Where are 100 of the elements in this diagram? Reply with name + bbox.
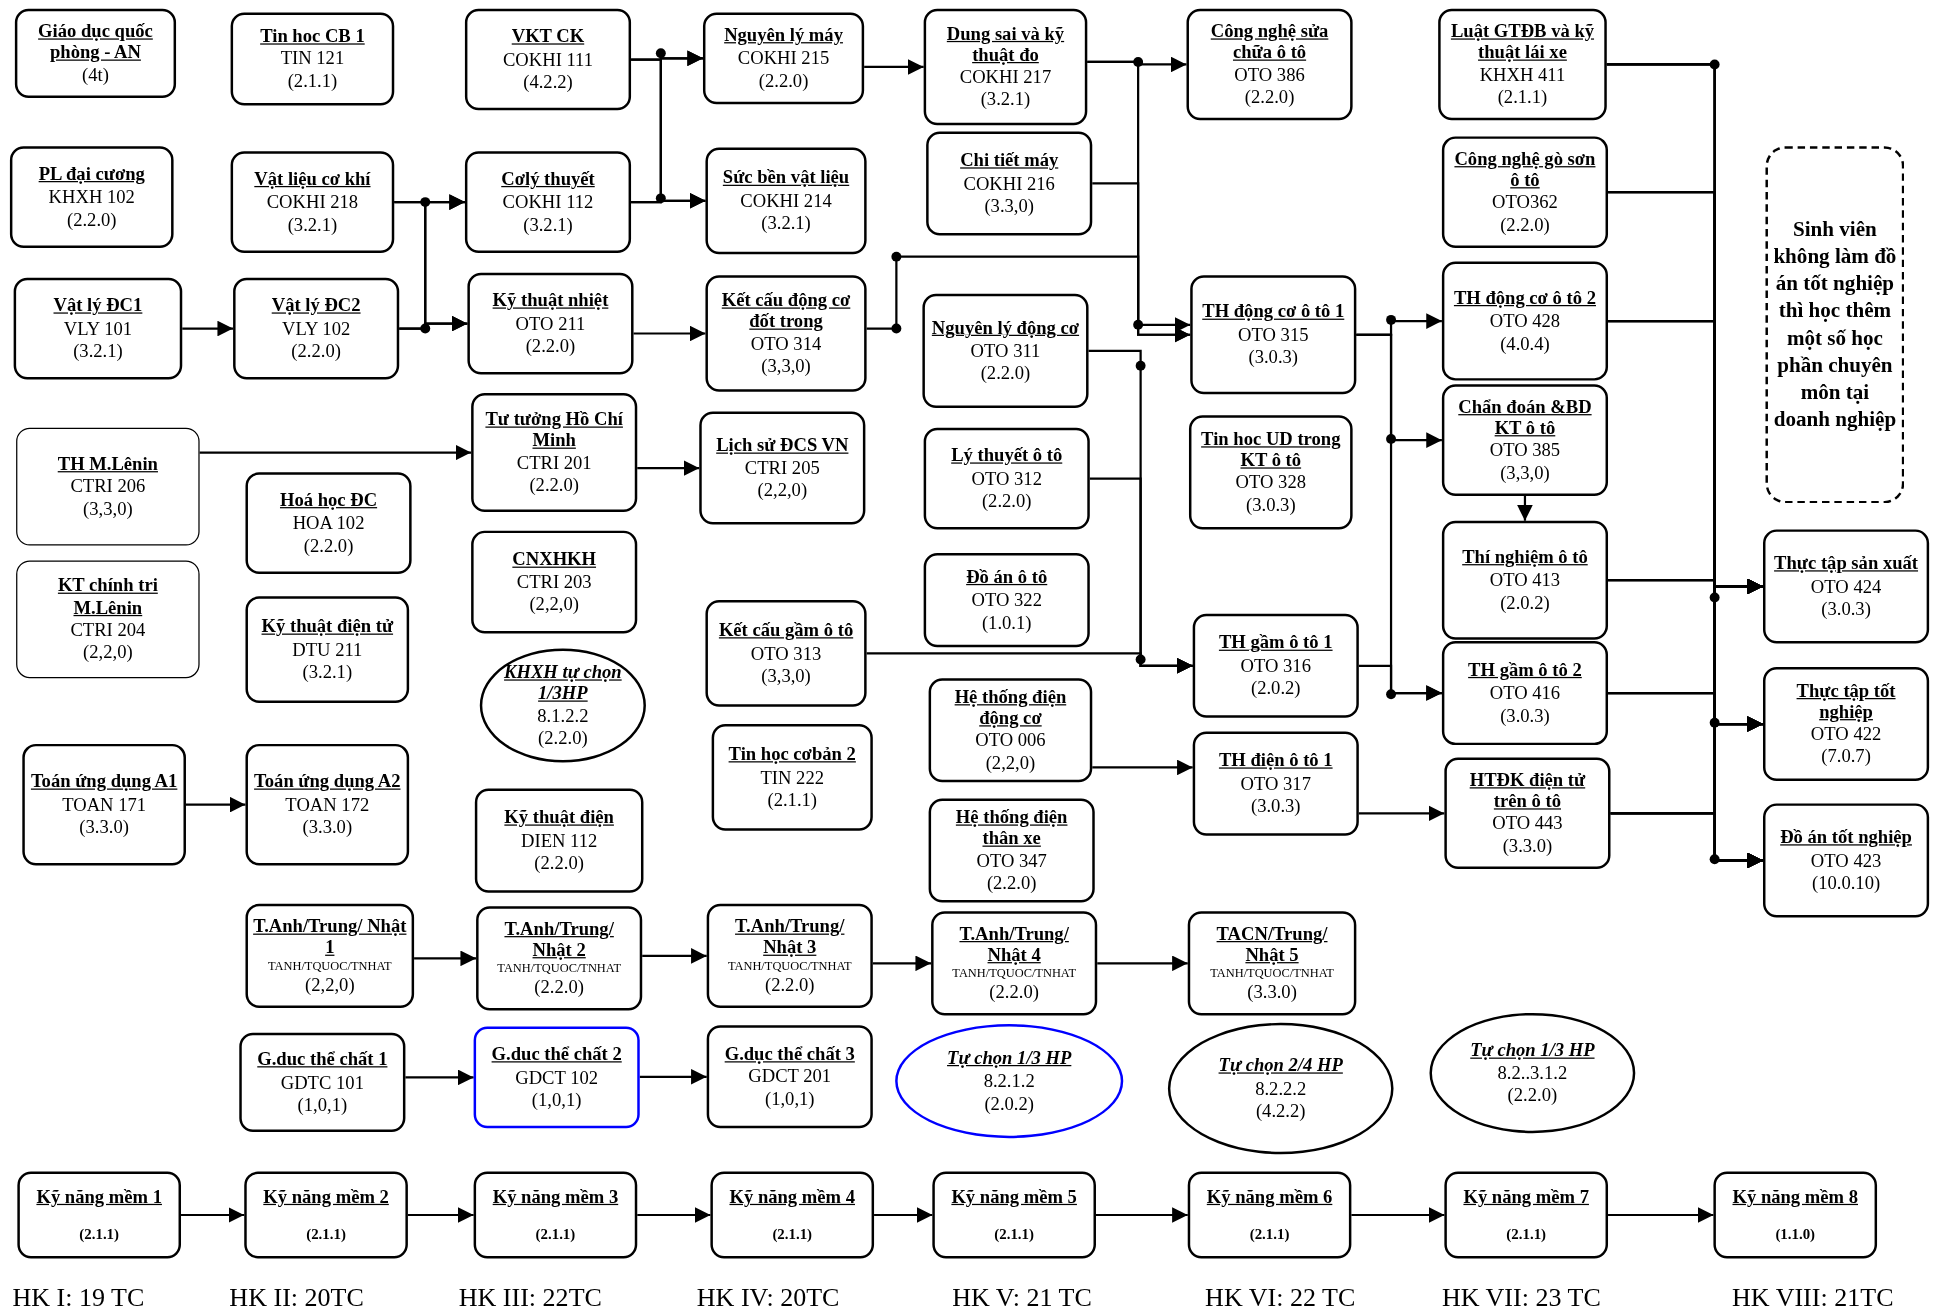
course-title: Tin hoc CB 1 — [260, 25, 365, 48]
course-box — [16, 560, 200, 679]
course-code: OTO 416 — [1489, 681, 1561, 704]
course-title: T.Anh/Trung/ Nhật 2 — [503, 918, 615, 962]
course-box — [13, 277, 183, 380]
course-box — [22, 743, 186, 866]
course-title: VKT CK — [511, 26, 585, 48]
credit-value: (3,3,0) — [83, 497, 133, 520]
course-box — [928, 798, 1095, 903]
course-box — [1438, 8, 1607, 121]
course-code: TOAN 171 — [62, 793, 147, 816]
credit-value: (2,2,0) — [83, 640, 133, 663]
course-box — [1763, 803, 1930, 918]
credit-value: (2.2.0) — [989, 981, 1039, 1004]
course-title: T.Anh/Trung/ Nhật 3 — [734, 915, 846, 959]
course-title: G.duc thể chất 1 — [257, 1049, 388, 1071]
course-code: OTO 443 — [1492, 812, 1563, 835]
course-box — [473, 1171, 638, 1259]
course-box — [923, 427, 1090, 530]
credit-value: (3.3,0) — [984, 194, 1034, 217]
credit-value: (2.2.0) — [525, 334, 576, 357]
arrow — [1608, 1207, 1714, 1223]
course-box — [245, 596, 410, 703]
credit-value: (2.2.0) — [66, 208, 117, 231]
course-title: CNXHKH — [512, 549, 597, 571]
course-title: Kỹ năng mềm 6 — [1206, 1186, 1333, 1208]
credit-value: (3.3.0) — [79, 815, 129, 838]
course-code: COKHI 217 — [959, 66, 1052, 89]
semester-label: HK IV: 20TC — [696, 1281, 840, 1313]
course-title: TH động cơ ô tô 1 — [1202, 301, 1345, 324]
credit-value: (3.0.3) — [1500, 704, 1550, 727]
credit-value: (3.0.3) — [1821, 597, 1871, 620]
credit-value: (1,0,1) — [297, 1093, 348, 1116]
arrow — [1517, 495, 1533, 521]
credit-value: (1.0.1) — [981, 611, 1032, 634]
course-code: OTO 312 — [971, 467, 1042, 490]
credit-value: (4t) — [82, 63, 109, 86]
course-title: G.duc thể chất 2 — [491, 1044, 622, 1066]
course-box — [923, 552, 1090, 648]
course-code: CTRI 205 — [744, 456, 820, 479]
course-title: Vật lý ĐC2 — [271, 295, 361, 317]
course-title: Kỹ năng mềm 5 — [951, 1186, 1077, 1208]
course-box — [473, 1026, 640, 1129]
credit-value: (10.0.10) — [1811, 871, 1881, 894]
credit-value: (1,0,1) — [764, 1087, 815, 1110]
credit-value: (3.0.3) — [1250, 794, 1301, 817]
credit-value: (2.1.1) — [1497, 86, 1548, 109]
course-code: TANH/TQUOC/TNHAT — [727, 958, 852, 974]
course-box — [1186, 8, 1353, 121]
semester-label: HK III: 22TC — [458, 1281, 602, 1313]
semester-label: HK II: 20TC — [229, 1281, 364, 1313]
course-code: TANH/TQUOC/TNHAT — [1210, 966, 1334, 981]
arrow — [642, 948, 707, 964]
credit-value: (3.2.1) — [761, 211, 811, 234]
course-code: HOA 102 — [292, 511, 365, 534]
course-box — [706, 1025, 873, 1129]
course-box — [1441, 136, 1608, 248]
course-box — [471, 393, 638, 513]
arrow — [1096, 1207, 1188, 1223]
credit-value: (3.3.0) — [302, 815, 353, 838]
course-title: Kỹ thuật điện tử — [261, 616, 394, 639]
course-code: OTO 006 — [975, 729, 1046, 752]
arrow — [182, 320, 234, 337]
credit-value: (2,2,0) — [305, 973, 355, 996]
credit-value: (4.2.2) — [523, 70, 573, 93]
course-title: TACN/Trung/ Nhật 5 — [1215, 923, 1329, 967]
course-title: Đồ án tốt nghiệp — [1780, 827, 1912, 849]
course-box — [699, 411, 866, 525]
course-title: Giáo dục quốc phòng - AN — [37, 20, 154, 64]
course-box — [9, 146, 174, 248]
arrow — [637, 1207, 711, 1223]
course-code: CTRI 206 — [70, 475, 146, 498]
course-box — [1441, 641, 1608, 746]
credit-value: (2,2,0) — [757, 478, 808, 502]
course-box — [1713, 1171, 1878, 1259]
course-code: CTRI 204 — [70, 618, 146, 641]
course-box — [931, 911, 1098, 1016]
credit-value: (3.2.1) — [287, 213, 338, 236]
course-title: Kỹ năng mềm 2 — [263, 1186, 389, 1208]
course-box — [1763, 529, 1930, 644]
course-code: OTO 315 — [1238, 323, 1309, 346]
course-code: GDCT 201 — [748, 1065, 832, 1088]
credit-value: (2.2.0) — [534, 976, 584, 999]
credit-value: (2.2.0) — [538, 727, 588, 750]
course-title: Cơlý thuyết — [501, 169, 595, 191]
credit-value: (2.2.0) — [758, 69, 809, 92]
credit-value: (2.2.0) — [291, 339, 341, 362]
course-box — [476, 906, 643, 1011]
course-title: Luật GTĐB và kỹ thuật lái xe — [1449, 20, 1596, 64]
course-code: COKHI 111 — [502, 48, 593, 71]
course-box — [1188, 415, 1353, 530]
semester-label: HK VII: 23 TC — [1441, 1281, 1601, 1313]
credit-value: (2.2.0) — [303, 534, 354, 557]
course-box — [705, 147, 867, 255]
arrow — [1358, 664, 1442, 701]
course-title: Kỹ thuật điện — [504, 807, 614, 829]
course-box — [245, 903, 415, 1008]
credit-value: (2.1.1) — [994, 1225, 1034, 1244]
course-code: COKHI 215 — [737, 46, 830, 69]
course-box — [1190, 275, 1357, 395]
